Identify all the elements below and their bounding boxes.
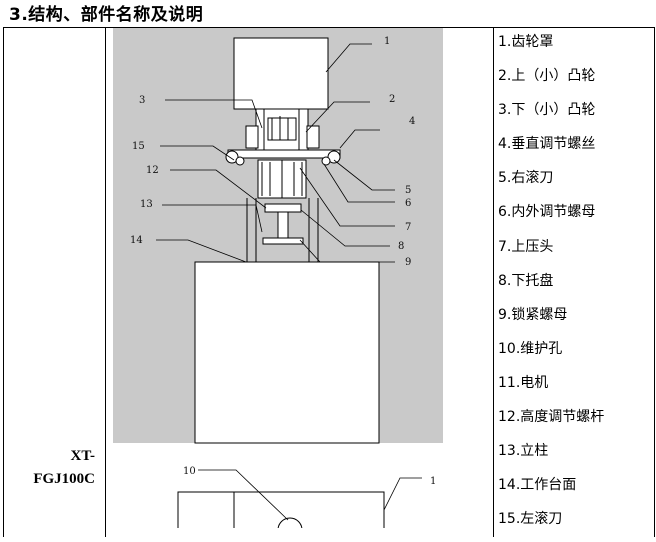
callout-15: 15 [132,141,145,152]
front-view-leaders [156,43,395,263]
callout-8: 8 [398,241,404,252]
gear-cover [233,37,329,110]
callout-14: 14 [130,235,143,246]
model-name-line2: FGJ100C [33,471,95,487]
callout-6: 6 [405,198,411,209]
front-view-callouts: 1 2 3 4 5 6 7 8 9 12 13 14 15 [130,36,415,268]
table-border-right [654,27,655,537]
machine-drawing: 1 2 3 4 5 6 7 8 9 12 13 14 15 10 1 [113,28,443,528]
section-title: 3.结构、部件名称及说明 [9,5,204,25]
list-item: 9.锁紧螺母 [498,306,568,323]
list-item: 3.下（小）凸轮 [498,102,596,119]
structure-table [3,27,655,537]
list-item: 8.下托盘 [498,272,554,289]
callout-3: 3 [139,95,145,106]
callout-10: 10 [183,466,196,477]
list-item: 2.上（小）凸轮 [498,68,596,85]
parts-list: 1.齿轮罩 2.上（小）凸轮 3.下（小）凸轮 4.垂直调节螺丝 5.右滚刀 6… [498,31,654,542]
model-name: XT- FGJ100C [9,445,95,491]
list-item: 6.内外调节螺母 [498,204,596,221]
list-item: 13.立柱 [498,443,549,460]
side-view-callouts: 10 1 [183,466,436,487]
worktable [194,261,380,444]
callout-13: 13 [140,199,153,210]
list-item: 14.工作台面 [498,477,577,494]
front-view-machine [194,37,380,444]
callout-5: 5 [405,185,411,196]
callout-7: 7 [405,222,411,233]
callout-12: 12 [146,165,159,176]
callout-2: 2 [389,94,395,105]
list-item: 11.电机 [498,374,549,391]
table-divider-model [105,27,106,537]
table-divider-parts [493,27,494,537]
callout-9: 9 [405,257,411,268]
callout-1: 1 [384,36,390,47]
list-item: 7.上压头 [498,238,554,255]
list-item: 10.维护孔 [498,340,563,357]
list-item: 5.右滚刀 [498,170,554,187]
list-item: 4.垂直调节螺丝 [498,136,596,153]
list-item: 15.左滚刀 [498,511,563,528]
callout-4: 4 [409,116,415,127]
callout-1-side: 1 [430,476,436,487]
model-name-line1: XT- [70,448,95,464]
list-item: 1.齿轮罩 [498,34,554,50]
side-view-machine [177,469,422,528]
list-item: 12.高度调节螺杆 [498,409,605,426]
